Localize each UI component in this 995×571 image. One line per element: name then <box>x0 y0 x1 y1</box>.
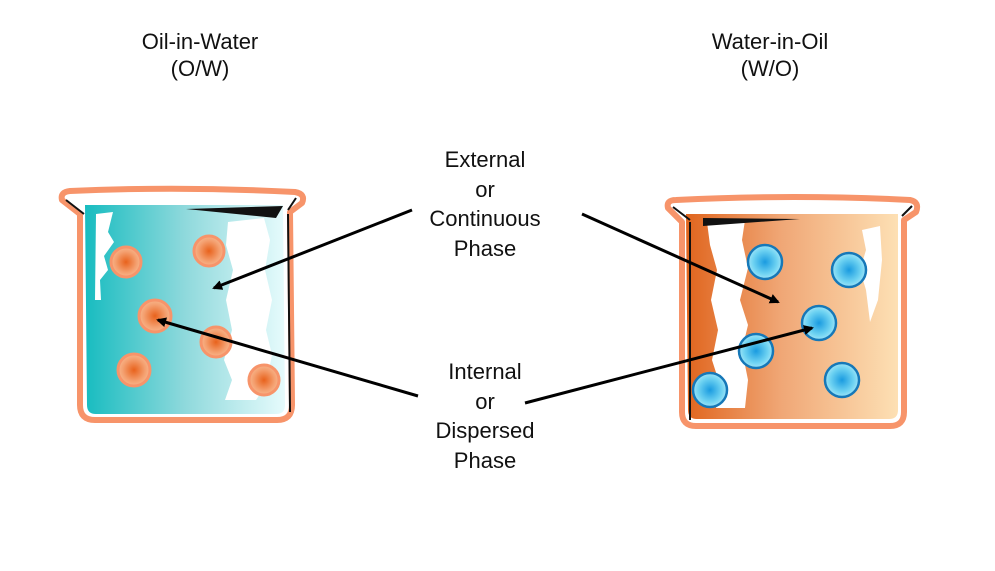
oil-droplet <box>247 363 281 397</box>
internal-phase-label: Internal or Dispersed Phase <box>395 357 575 475</box>
external-label-line1: External <box>444 147 526 172</box>
oil-in-water-title: Oil-in-Water (O/W) <box>100 28 300 82</box>
arrow-internal-to-left <box>156 317 419 398</box>
beaker-glare <box>95 212 114 300</box>
external-label-line3: Continuous <box>429 206 541 231</box>
water-in-oil-title-line1: Water-in-Oil <box>711 29 829 54</box>
oil-droplet <box>116 352 152 388</box>
beaker-outline <box>58 185 307 423</box>
water-droplet <box>823 361 861 399</box>
beaker-glare <box>224 218 272 400</box>
beaker-glare <box>707 220 748 408</box>
water-in-oil-title-line2: (W/O) <box>740 56 800 81</box>
external-phase-label: External or Continuous Phase <box>395 145 575 263</box>
water-droplet <box>830 251 868 289</box>
beaker-shadow <box>703 218 800 226</box>
arrow-external-to-right <box>581 212 780 304</box>
beaker-outline-dark <box>672 205 913 420</box>
oil-droplet <box>192 234 226 268</box>
external-label-line4: Phase <box>453 235 517 261</box>
water-droplet <box>691 371 729 409</box>
internal-label-line2: or <box>475 388 495 414</box>
oil-droplet <box>137 298 173 334</box>
oil-droplets <box>109 234 281 397</box>
oil-in-water-title-line1: Oil-in-Water <box>141 29 259 54</box>
water-droplet <box>746 243 784 281</box>
water-in-oil-title: Water-in-Oil (W/O) <box>670 28 870 82</box>
oil-droplet <box>109 245 143 279</box>
internal-label-line3: Dispersed <box>435 418 535 443</box>
oil-in-water-title-line2: (O/W) <box>170 56 230 81</box>
beaker-outline <box>664 194 921 429</box>
water-droplet <box>800 304 838 342</box>
external-label-line2: or <box>475 176 495 202</box>
beaker-shadow <box>186 206 283 218</box>
arrow-external-to-left <box>212 208 413 290</box>
water-droplet <box>737 332 775 370</box>
beaker-outline-dark <box>65 197 297 413</box>
internal-label-line1: Internal <box>448 359 522 384</box>
internal-label-line4: Phase <box>453 447 517 473</box>
beaker-glare <box>860 226 882 322</box>
oil-in-water-beaker <box>58 185 307 423</box>
pointer-arrows <box>156 208 814 405</box>
water-in-oil-beaker <box>664 194 921 429</box>
oil-droplet <box>199 325 233 359</box>
arrow-internal-to-right <box>524 325 814 405</box>
